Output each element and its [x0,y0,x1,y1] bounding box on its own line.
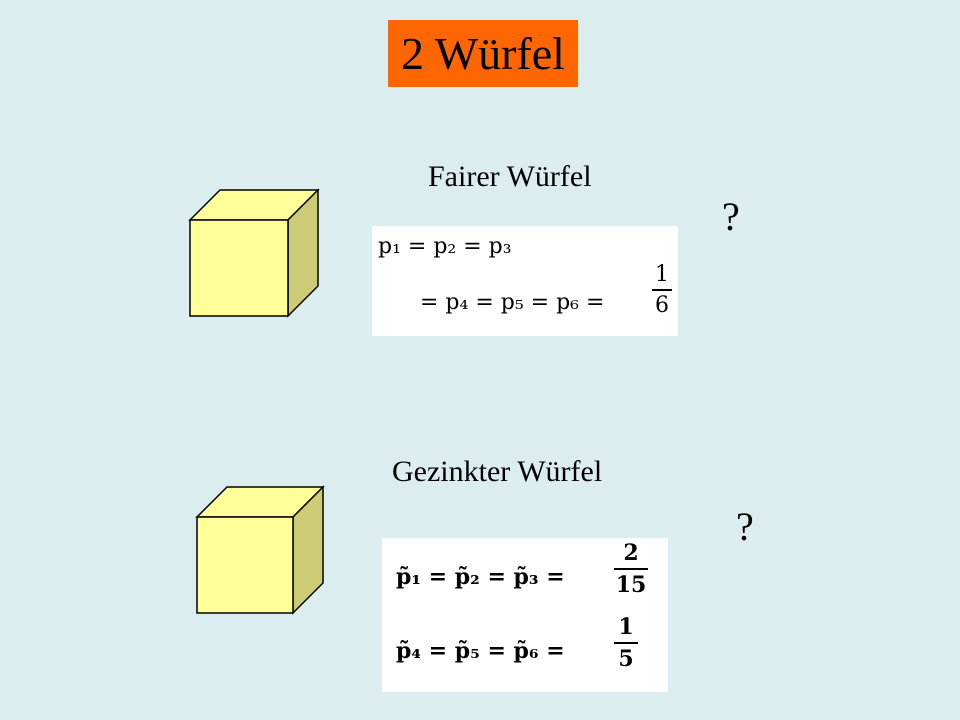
loaded-formula-line1: p̃₁ = p̃₂ = p̃₃ = [396,564,565,590]
fair-fraction-denominator: 6 [655,293,669,318]
loaded-fraction-1: 2 15 [614,540,648,598]
loaded-formula: p̃₁ = p̃₂ = p̃₃ = 2 15 p̃₄ = p̃₅ = p̃₆ =… [382,538,668,692]
loaded-fraction-1-denominator: 15 [615,572,647,598]
fair-fraction-numerator: 1 [655,262,669,287]
fair-formula-line1: p₁ = p₂ = p₃ [378,234,512,259]
loaded-formula-line2: p̃₄ = p̃₅ = p̃₆ = [396,638,565,664]
fair-fraction: 1 6 [652,262,672,318]
fair-formula-line2: = p₄ = p₅ = p₆ = [420,290,605,315]
loaded-fraction-2-numerator: 1 [618,614,634,640]
slide-title: 2 Würfel [388,20,578,87]
loaded-fraction-1-numerator: 2 [623,540,639,566]
fair-question-mark: ? [722,194,740,239]
loaded-fraction-2-bar [614,642,638,644]
fair-formula: p₁ = p₂ = p₃ = p₄ = p₅ = p₆ = 1 6 [372,226,678,336]
fair-die-label: Fairer Würfel [428,160,592,193]
loaded-fraction-2: 1 5 [614,614,638,672]
loaded-fraction-1-bar [614,568,648,570]
fair-fraction-bar [652,289,672,291]
fair-die-cube [188,188,320,318]
loaded-fraction-2-denominator: 5 [618,646,634,672]
loaded-die-cube [195,485,325,615]
loaded-question-mark: ? [736,504,754,549]
loaded-die-label: Gezinkter Würfel [392,455,603,488]
